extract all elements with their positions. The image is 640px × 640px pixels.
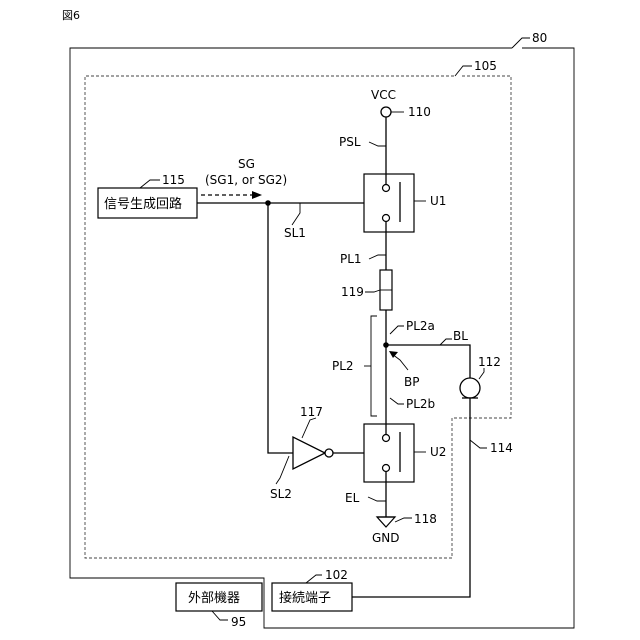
- u2-contact-top: [383, 435, 390, 442]
- sg-sub-label: (SG1, or SG2): [205, 173, 287, 187]
- pl2a-leader: [390, 326, 404, 334]
- gnd-symbol: [377, 517, 395, 527]
- connector-label: 接続端子: [279, 590, 331, 606]
- pl1-leader: [369, 255, 386, 259]
- vcc-terminal: [381, 107, 391, 117]
- inverter-bubble: [325, 449, 333, 457]
- vcc-label: VCC: [371, 88, 396, 102]
- inner-block-105-outline: [85, 76, 511, 558]
- el-label: EL: [345, 491, 360, 505]
- outer-block-ref: 80: [532, 31, 547, 45]
- u1-label: U1: [430, 194, 446, 208]
- figure-label: 図6: [62, 9, 80, 22]
- pl2b-label: PL2b: [406, 397, 435, 411]
- psl-leader: [369, 142, 386, 146]
- pl1-label: PL1: [340, 252, 362, 266]
- sl1-leader: [292, 203, 300, 225]
- wire-114-label: 114: [490, 441, 513, 455]
- battery-112: [460, 378, 480, 398]
- psl-label: PSL: [339, 135, 361, 149]
- bp-label: BP: [404, 375, 419, 389]
- pl2a-label: PL2a: [406, 319, 435, 333]
- vcc-ref: 110: [408, 105, 431, 119]
- sl1-label: SL1: [284, 226, 306, 240]
- fuse-leader: [365, 290, 380, 292]
- gnd-leader: [395, 518, 412, 522]
- bl-label: BL: [453, 329, 468, 343]
- inner-block-ref: 105: [474, 59, 497, 73]
- signal-gen-ref: 115: [162, 173, 185, 187]
- signal-gen-leader: [140, 180, 160, 188]
- u2-label: U2: [430, 445, 446, 459]
- u1-switch: [364, 174, 414, 232]
- wire-114-leader: [470, 440, 487, 448]
- sg-arrowhead: [252, 191, 262, 199]
- external-device-label: 外部機器: [188, 591, 240, 606]
- pl2-label: PL2: [332, 359, 354, 373]
- gnd-label: GND: [372, 531, 400, 545]
- el-leader: [368, 497, 386, 501]
- signal-gen-label: 信号生成回路: [104, 196, 182, 212]
- inverter-117: [293, 437, 325, 469]
- outer-block-80-outline: [70, 48, 574, 628]
- sl2-label: SL2: [270, 487, 292, 501]
- inner-block-105-leader: [455, 66, 472, 76]
- sg-label: SG: [238, 157, 255, 171]
- battery-leader: [479, 368, 484, 379]
- outer-block-80-leader: [512, 38, 530, 48]
- sl2-leader: [276, 456, 289, 484]
- sl2-wire: [268, 203, 293, 453]
- bl-wire: [386, 345, 470, 378]
- bp-arrow-curve: [392, 354, 408, 370]
- fuse-ref: 119: [341, 285, 364, 299]
- battery-ref: 112: [478, 355, 501, 369]
- u1-contact-bottom: [383, 215, 390, 222]
- pl2-bracket: [371, 316, 377, 416]
- connector-ref: 102: [325, 568, 348, 582]
- inverter-ref: 117: [300, 405, 323, 419]
- bl-leader: [440, 339, 452, 345]
- u2-contact-bottom: [383, 465, 390, 472]
- external-device-ref: 95: [231, 615, 246, 629]
- u1-contact-top: [383, 185, 390, 192]
- pl2b-leader: [390, 398, 404, 404]
- u2-switch: [364, 424, 414, 482]
- gnd-ref: 118: [414, 512, 437, 526]
- connector-leader: [306, 575, 322, 583]
- inverter-leader: [302, 418, 316, 438]
- external-device-leader: [212, 611, 228, 620]
